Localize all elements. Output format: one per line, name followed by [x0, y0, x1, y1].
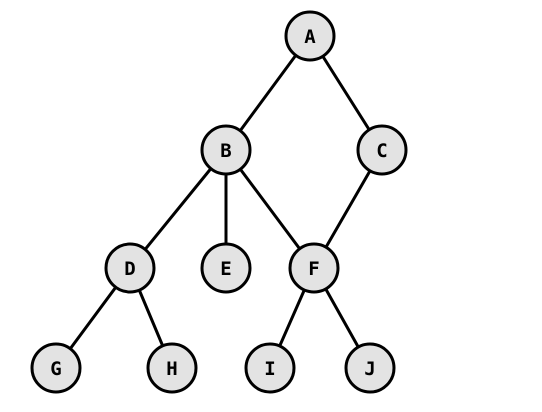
node-j: J — [344, 342, 396, 394]
node-circle — [284, 10, 336, 62]
node-label: C — [376, 140, 387, 162]
node-label: D — [124, 258, 135, 280]
node-circle — [344, 342, 396, 394]
node-circle — [146, 342, 198, 394]
node-label: G — [50, 358, 61, 380]
node-d: D — [104, 242, 156, 294]
node-label: I — [264, 358, 275, 380]
node-f: F — [288, 242, 340, 294]
node-i: I — [244, 342, 296, 394]
node-label: B — [220, 140, 231, 162]
edge-layer — [54, 34, 384, 370]
node-label: J — [364, 358, 375, 380]
node-b: B — [200, 124, 252, 176]
node-label: E — [220, 258, 231, 280]
node-a: A — [284, 10, 336, 62]
node-h: H — [146, 342, 198, 394]
node-circle — [104, 242, 156, 294]
node-circle — [288, 242, 340, 294]
node-c: C — [356, 124, 408, 176]
node-circle — [200, 242, 252, 294]
node-circle — [30, 342, 82, 394]
node-g: G — [30, 342, 82, 394]
node-circle — [356, 124, 408, 176]
node-label: H — [166, 358, 177, 380]
node-label: A — [304, 26, 316, 48]
node-e: E — [200, 242, 252, 294]
node-label: F — [308, 258, 319, 280]
node-circle — [200, 124, 252, 176]
node-circle — [244, 342, 296, 394]
node-layer: A B C D E F G H I J — [30, 10, 408, 394]
